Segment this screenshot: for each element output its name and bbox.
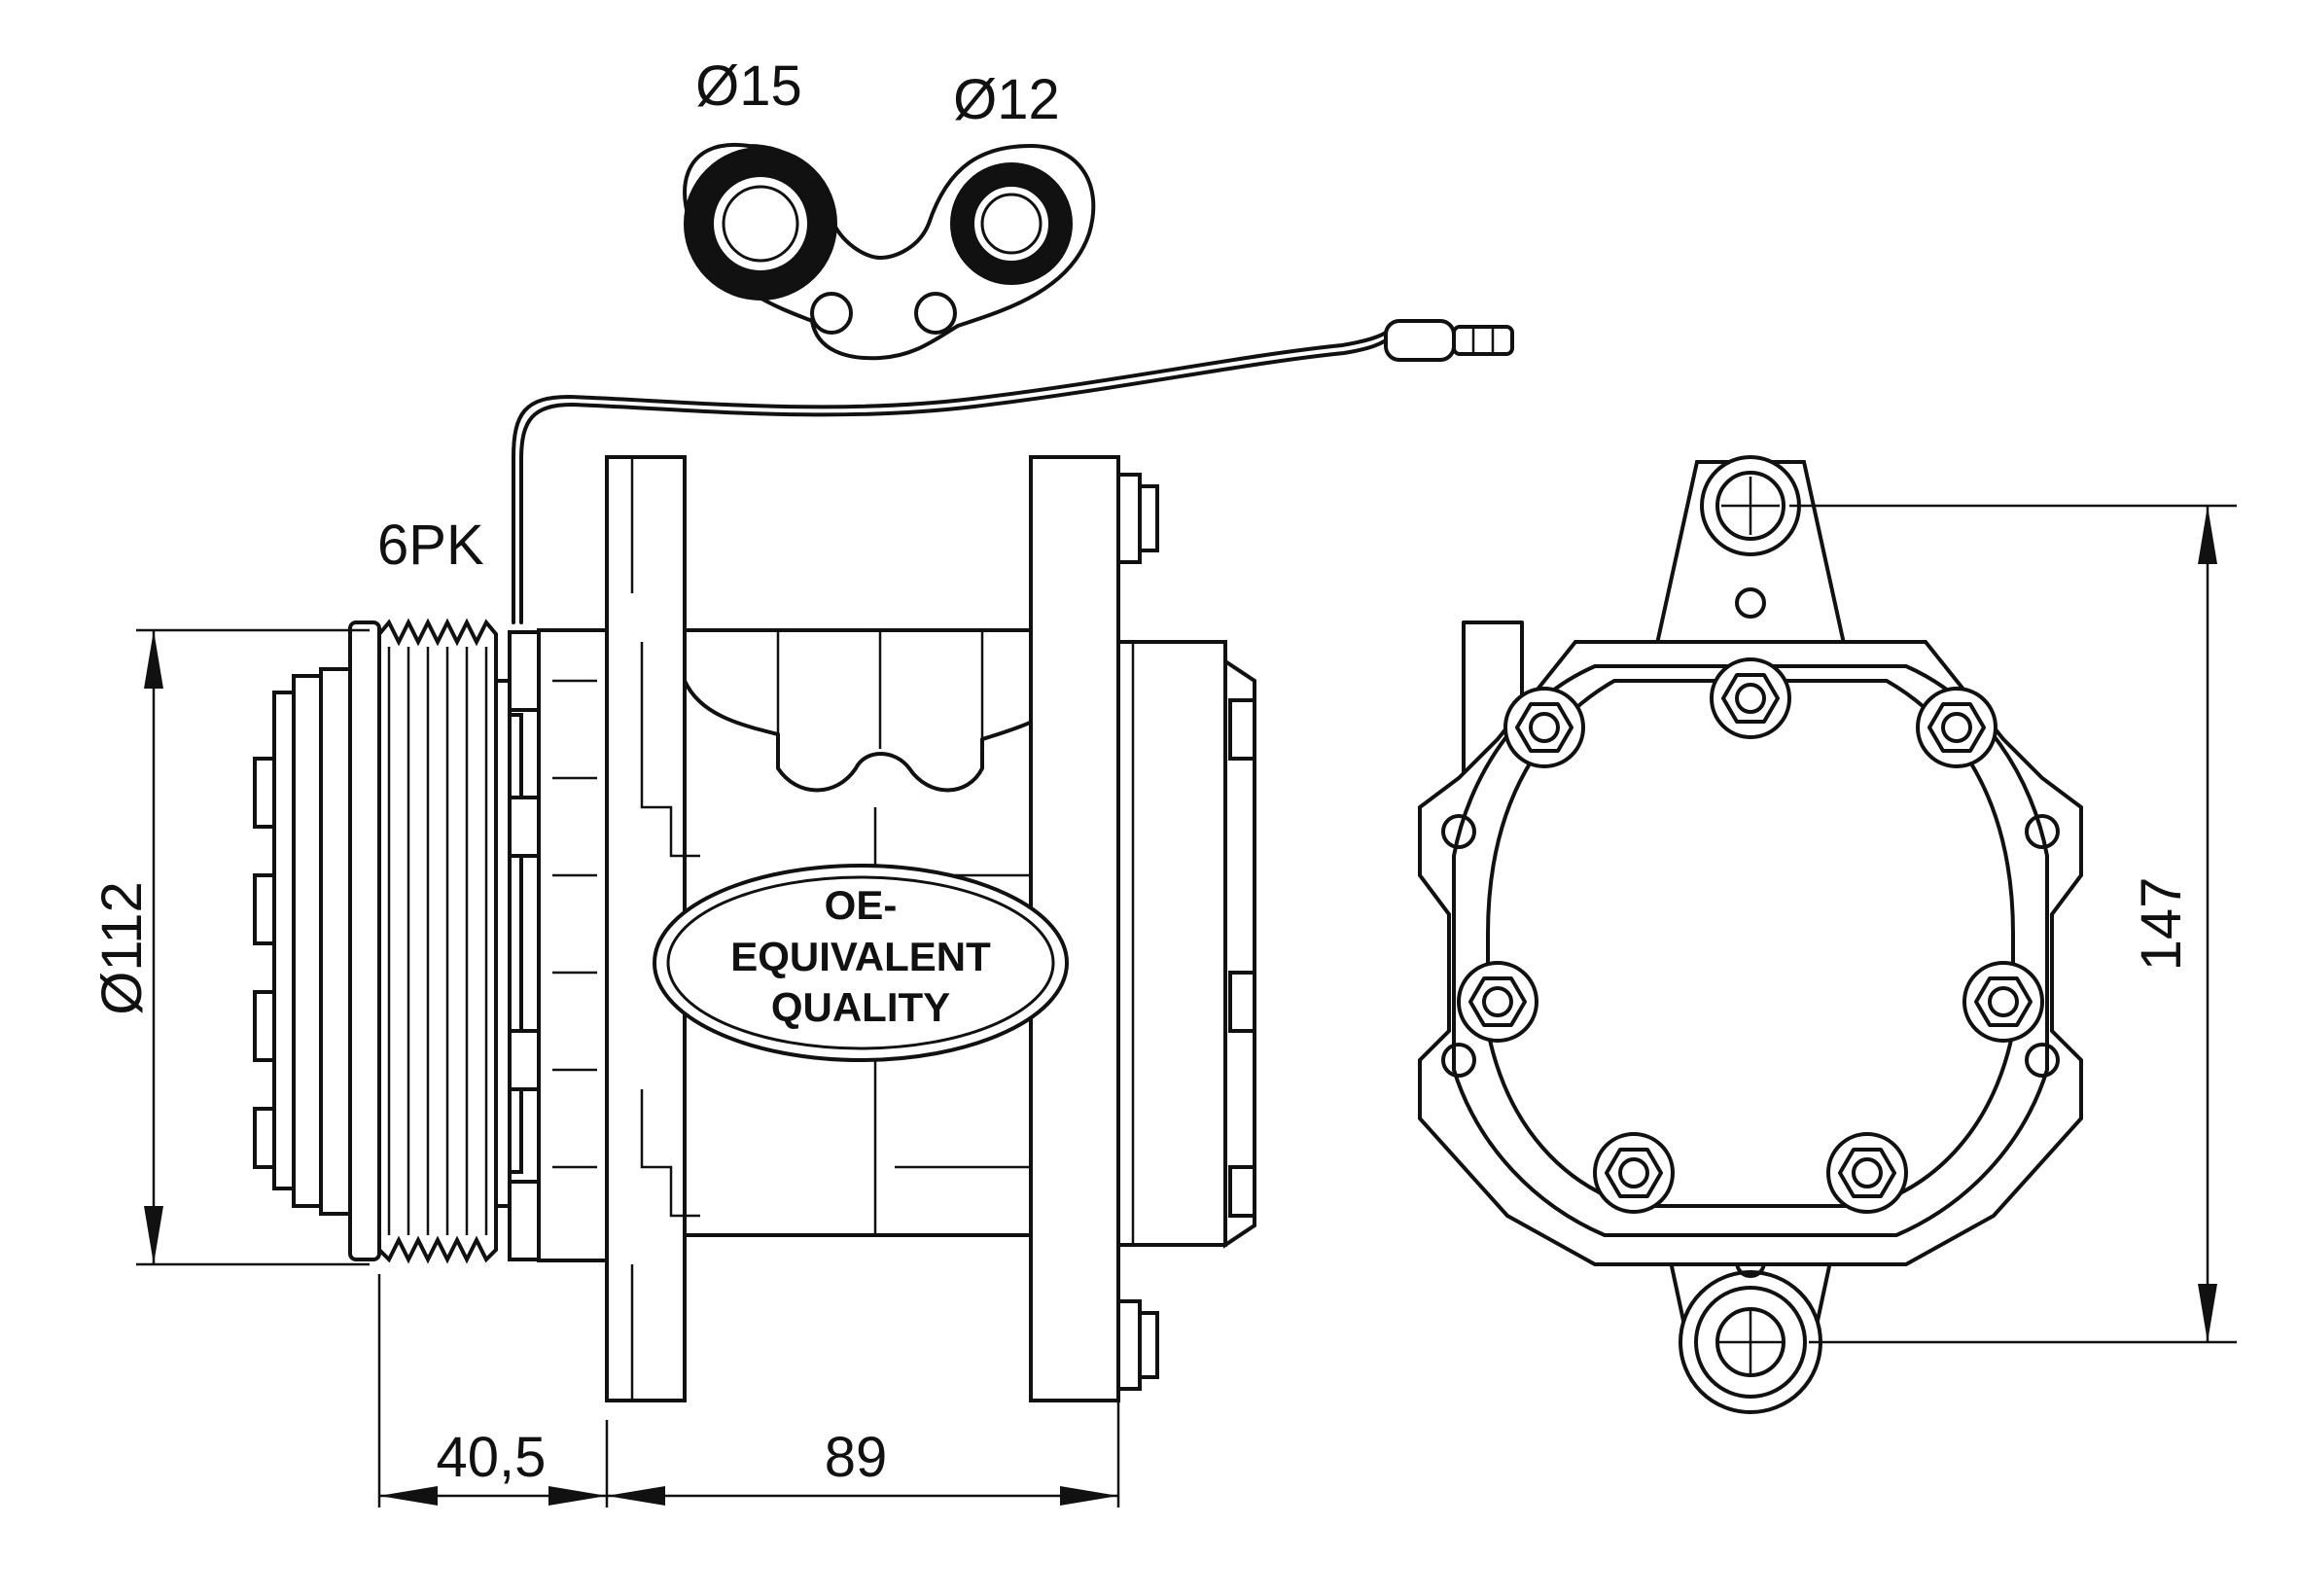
length-dimensions	[377, 1274, 1120, 1507]
rear-bolts	[1457, 657, 2044, 1214]
clutch-length-label: 40,5	[437, 1426, 547, 1489]
pulley-diameter-dimension	[136, 628, 370, 1266]
badge-line-1: OE-	[825, 882, 898, 928]
mount-height-dimension	[1789, 504, 2237, 1344]
seal-small-diameter-label: Ø12	[953, 68, 1060, 131]
seal-large-diameter-label: Ø15	[695, 54, 802, 118]
badge-line-3: QUALITY	[771, 984, 950, 1030]
clutch-wire	[512, 319, 1514, 624]
clutch-plate	[272, 691, 296, 1190]
rear-housing	[1116, 640, 1227, 1247]
body-length-label: 89	[825, 1426, 888, 1489]
oe-quality-badge: OE- EQUIVALENT QUALITY	[653, 864, 1069, 1062]
belt-type-label: 6PK	[377, 514, 484, 577]
badge-line-2: EQUIVALENT	[730, 934, 991, 979]
pulley	[348, 621, 381, 1261]
mount-height-label: 147	[2130, 877, 2193, 972]
compressor-rear-view	[1418, 455, 2083, 1414]
seal-plate	[683, 142, 1096, 361]
pulley-diameter-label: Ø112	[90, 881, 154, 1015]
rear-flange	[1418, 640, 2083, 1266]
